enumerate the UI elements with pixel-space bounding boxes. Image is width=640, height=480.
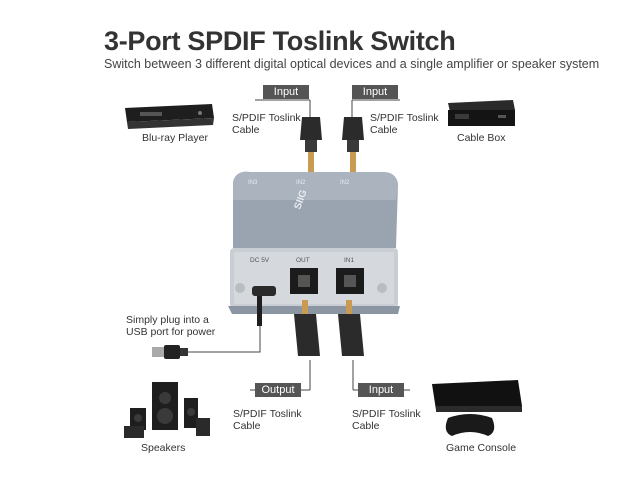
bluray-label: Blu-ray Player: [142, 132, 208, 144]
bottom-left-toslink-connector: [294, 300, 320, 356]
spdif-switch-device: [228, 171, 400, 314]
input-tag-bottom: Input: [358, 383, 404, 397]
bottom-right-toslink-connector: [338, 300, 364, 356]
port-in3-label: IN3: [248, 180, 258, 186]
usb-plug-icon: [152, 296, 262, 359]
page-subtitle: Switch between 3 different digital optic…: [104, 57, 600, 71]
input-tag-right: Input: [352, 85, 398, 99]
port-in2-label-b: IN2: [340, 180, 350, 186]
page-title: 3-Port SPDIF Toslink Switch: [104, 26, 456, 56]
dc-5v-label: DC 5V: [250, 257, 270, 264]
game-console-label: Game Console: [446, 442, 517, 454]
speakers-label: Speakers: [141, 442, 186, 454]
top-right-toslink-connector: [342, 117, 364, 172]
top-left-toslink-connector: [300, 117, 322, 172]
bluray-player-icon: [125, 104, 214, 129]
game-console-icon: [432, 380, 522, 436]
port-in2-label: IN2: [296, 180, 306, 186]
output-tag: Output: [255, 383, 301, 397]
power-label: Simply plug into a USB port for power: [126, 314, 216, 338]
cable-box-icon: [448, 100, 515, 126]
cable-label-top-right: S/PDIF Toslink Cable: [370, 112, 439, 136]
speakers-icon: [124, 382, 210, 438]
cable-label-top-left: S/PDIF Toslink Cable: [232, 112, 301, 136]
input-tag-left: Input: [263, 85, 309, 99]
in1-label: IN1: [344, 257, 355, 264]
cable-label-bottom-left: S/PDIF Toslink Cable: [233, 408, 302, 432]
out-label: OUT: [296, 257, 310, 264]
cable-label-bottom-right: S/PDIF Toslink Cable: [352, 408, 421, 432]
cable-box-label: Cable Box: [457, 132, 506, 144]
